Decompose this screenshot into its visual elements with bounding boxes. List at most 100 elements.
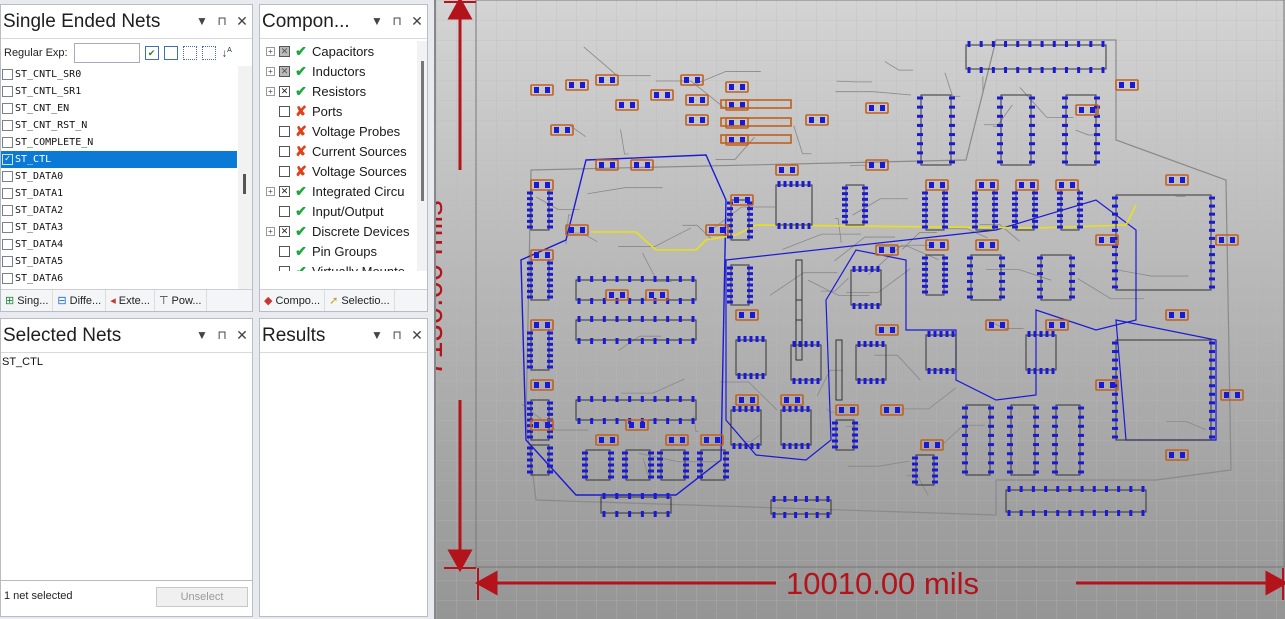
pcb-layout-view[interactable]: 10010.00 mils 7130.00 mils	[434, 0, 1285, 619]
expand-icon	[266, 107, 275, 116]
net-list-item[interactable]: ST_DATA2	[1, 202, 237, 219]
net-list-item[interactable]: ST_CNT_EN	[1, 100, 237, 117]
component-checkbox[interactable]	[279, 205, 290, 217]
tab-icon: ⊤	[158, 295, 169, 307]
net-list-item[interactable]: ST_DATA0	[1, 168, 237, 185]
net-checkbox[interactable]	[2, 171, 13, 182]
dropdown-arrow-icon[interactable]: ▼	[371, 14, 383, 28]
expand-icon[interactable]: +	[266, 186, 275, 196]
component-checkbox[interactable]: ✕	[279, 85, 290, 97]
net-list-item[interactable]: ST_CNTL_SR1	[1, 83, 237, 100]
net-checkbox[interactable]	[2, 273, 13, 284]
net-checkbox[interactable]	[2, 222, 13, 233]
net-list-item[interactable]: ST_DATA6	[1, 270, 237, 287]
component-tree-item[interactable]: ✘Ports	[260, 101, 413, 121]
tab-pow[interactable]: ⊤Pow...	[155, 290, 207, 311]
net-list-scrollbar[interactable]	[238, 66, 252, 290]
check-mark-icon: ✔	[295, 82, 307, 99]
component-tree-item[interactable]: +✕✔Resistors	[260, 81, 413, 101]
pin-icon[interactable]: ⊓	[217, 328, 227, 342]
grid-filter-icon[interactable]	[201, 46, 216, 60]
expand-icon[interactable]: +	[266, 86, 275, 96]
sort-icon[interactable]: ↓A	[221, 46, 232, 60]
scroll-thumb[interactable]	[243, 174, 246, 194]
pcb-canvas[interactable]	[436, 0, 1285, 619]
component-tree-item[interactable]: ✘Voltage Probes	[260, 121, 413, 141]
net-list-item[interactable]: ✓ST_CTL	[1, 151, 237, 168]
tab-icon: ⊟	[57, 295, 67, 307]
component-checkbox[interactable]	[279, 165, 290, 177]
selected-net-item[interactable]: ST_CTL	[2, 356, 43, 368]
pin-icon[interactable]: ⊓	[392, 14, 402, 28]
net-checkbox[interactable]	[2, 256, 13, 267]
grid-view-icon[interactable]	[182, 46, 197, 60]
component-checkbox[interactable]	[279, 105, 290, 117]
expand-icon[interactable]: +	[266, 66, 275, 76]
net-checkbox[interactable]	[2, 137, 13, 148]
tab-sing[interactable]: ⊞Sing...	[1, 290, 54, 311]
net-list-item[interactable]: ST_DATA3	[1, 219, 237, 236]
pin-icon[interactable]: ⊓	[392, 328, 402, 342]
component-checkbox[interactable]	[279, 245, 290, 257]
net-list-item[interactable]: ST_DATA5	[1, 253, 237, 270]
regex-input[interactable]	[73, 43, 140, 63]
net-list-item[interactable]: ST_COMPLETE_N	[1, 134, 237, 151]
dropdown-arrow-icon[interactable]: ▼	[196, 328, 208, 342]
tab-selectio[interactable]: ➚Selectio...	[325, 290, 395, 311]
component-tree-item[interactable]: ✔Input/Output	[260, 201, 413, 221]
expand-icon[interactable]: +	[266, 46, 275, 56]
tab-exte[interactable]: ◂Exte...	[106, 290, 155, 311]
scroll-thumb[interactable]	[421, 61, 424, 201]
check-all-icon[interactable]: ✔	[144, 46, 159, 60]
component-tree-item[interactable]: +✕✔Discrete Devices	[260, 221, 413, 241]
component-label: Input/Output	[312, 203, 384, 219]
component-label: Inductors	[312, 63, 366, 79]
component-checkbox[interactable]: ✕	[279, 65, 290, 77]
net-list-item[interactable]: ST_DATA1	[1, 185, 237, 202]
close-icon[interactable]: ✕	[236, 13, 248, 29]
component-tree-item[interactable]: +✕✔Capacitors	[260, 41, 413, 61]
component-checkbox[interactable]: ✕	[279, 225, 290, 237]
pin-icon[interactable]: ⊓	[217, 14, 227, 28]
close-icon[interactable]: ✕	[236, 327, 248, 343]
selected-nets-list: ST_CTL	[1, 355, 252, 581]
close-icon[interactable]: ✕	[411, 327, 423, 343]
error-x-icon: ✘	[295, 162, 307, 179]
component-tree-item[interactable]: ✘Current Sources	[260, 141, 413, 161]
component-tree-item[interactable]: ✔Pin Groups	[260, 241, 413, 261]
component-checkbox[interactable]	[279, 125, 290, 137]
component-checkbox[interactable]: ✕	[279, 185, 290, 197]
uncheck-all-icon[interactable]	[163, 46, 178, 60]
net-checkbox[interactable]	[2, 205, 13, 216]
component-tree-item[interactable]: +✕✔Inductors	[260, 61, 413, 81]
net-checkbox[interactable]	[2, 103, 13, 114]
component-tree-item[interactable]: ✘Voltage Sources	[260, 161, 413, 181]
component-tree-item[interactable]: ✔Virtually Mounte	[260, 261, 413, 271]
unselect-button[interactable]: Unselect	[156, 587, 248, 607]
net-list-item[interactable]: ST_CNT_RST_N	[1, 117, 237, 134]
component-tree-item[interactable]: +✕✔Integrated Circu	[260, 181, 413, 201]
net-list-item[interactable]: ST_DATA4	[1, 236, 237, 253]
component-label: Virtually Mounte	[312, 263, 405, 272]
dropdown-arrow-icon[interactable]: ▼	[196, 14, 208, 28]
net-checkbox[interactable]	[2, 188, 13, 199]
net-checkbox[interactable]: ✓	[2, 154, 13, 165]
tab-compo[interactable]: ◆Compo...	[260, 290, 326, 311]
expand-icon[interactable]: +	[266, 226, 275, 236]
dropdown-arrow-icon[interactable]: ▼	[371, 328, 383, 342]
close-icon[interactable]: ✕	[411, 13, 423, 29]
tab-diffe[interactable]: ⊟Diffe...	[53, 290, 107, 311]
tab-label: Pow...	[171, 294, 202, 307]
board-extent	[475, 0, 1285, 568]
component-checkbox[interactable]	[279, 265, 290, 271]
net-checkbox[interactable]	[2, 239, 13, 250]
component-checkbox[interactable]	[279, 145, 290, 157]
net-checkbox[interactable]	[2, 120, 13, 131]
net-checkbox[interactable]	[2, 69, 13, 80]
component-label: Voltage Probes	[312, 123, 401, 139]
net-list-item[interactable]: ST_CNTL_SR0	[1, 66, 237, 83]
component-checkbox[interactable]: ✕	[279, 45, 290, 57]
component-tree-scrollbar[interactable]	[417, 41, 427, 271]
net-checkbox[interactable]	[2, 86, 13, 97]
